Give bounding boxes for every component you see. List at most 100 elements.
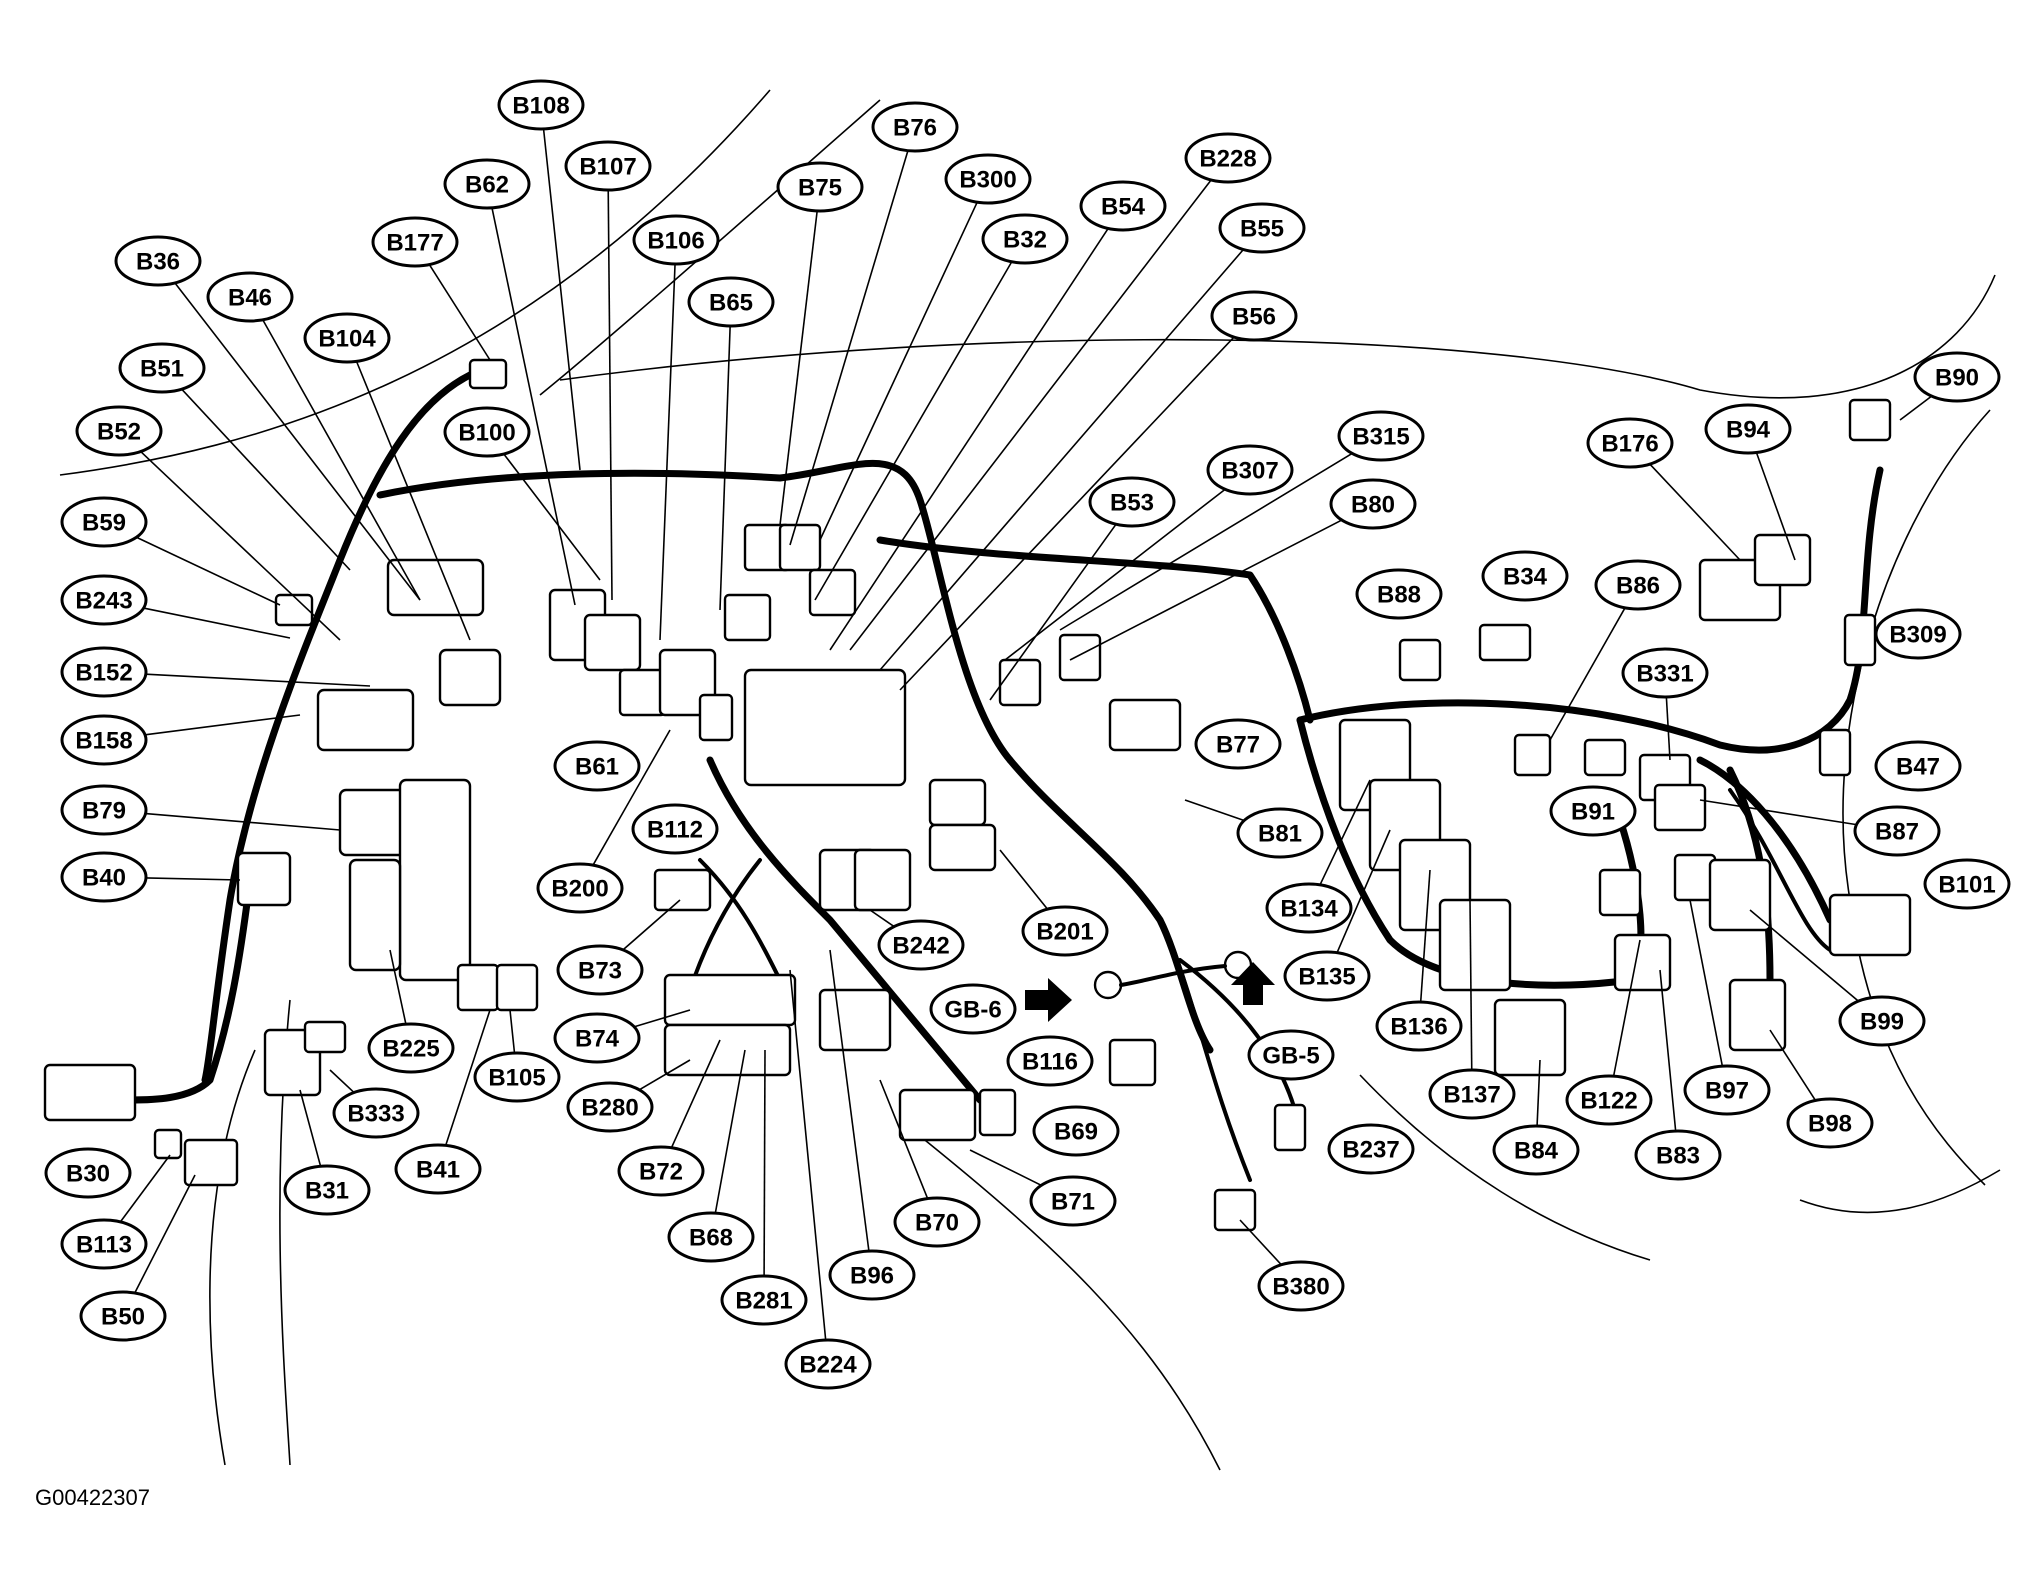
- connector-label-b32: B32: [981, 213, 1069, 265]
- connector-label-b90: B90: [1913, 351, 2001, 403]
- label-text: B40: [82, 865, 126, 892]
- label-oval: [776, 161, 864, 213]
- leader-line-b31: [299, 1089, 322, 1167]
- label-oval: [1586, 417, 1674, 469]
- label-text: B73: [578, 958, 622, 985]
- label-oval: [1913, 351, 2001, 403]
- connector-label-b158: B158: [60, 714, 148, 766]
- label-oval: [1006, 1035, 1094, 1087]
- label-text: B106: [647, 228, 704, 255]
- label-text: B65: [709, 290, 753, 317]
- label-text: B108: [512, 93, 569, 120]
- label-oval: [44, 1147, 132, 1199]
- label-oval: [1355, 568, 1443, 620]
- label-text: B47: [1896, 754, 1940, 781]
- connector-label-b50: B50: [79, 1290, 167, 1342]
- label-oval: [631, 803, 719, 855]
- leader-line-b177: [428, 264, 491, 361]
- label-oval: [564, 140, 652, 192]
- label-text: B331: [1636, 661, 1693, 688]
- label-text: B86: [1616, 573, 1660, 600]
- label-text: B81: [1258, 821, 1302, 848]
- leader-line-b86: [1549, 607, 1626, 741]
- label-oval: [536, 862, 624, 914]
- connector-label-b176: B176: [1586, 417, 1674, 469]
- leader-line-b54: [829, 228, 1109, 651]
- connector-label-b380: B380: [1257, 1260, 1345, 1312]
- leader-line-b75: [779, 210, 818, 526]
- leader-line-b307: [1004, 488, 1226, 661]
- leader-line-b94: [1755, 452, 1796, 561]
- leader-line-b104: [355, 361, 471, 641]
- leader-line-b137: [1469, 899, 1473, 1071]
- connector-label-b107: B107: [564, 140, 652, 192]
- connector-label-gb-6: GB-6: [929, 983, 1017, 1035]
- label-oval: [1838, 995, 1926, 1047]
- label-text: B34: [1503, 564, 1548, 591]
- label-text: B99: [1860, 1009, 1904, 1036]
- leader-line-b152: [145, 673, 371, 687]
- label-text: GB-6: [944, 997, 1001, 1024]
- leader-line-b51: [181, 388, 351, 571]
- label-oval: [114, 235, 202, 287]
- label-oval: [1283, 950, 1371, 1002]
- label-oval: [944, 153, 1032, 205]
- label-text: B98: [1808, 1111, 1852, 1138]
- label-oval: [1206, 444, 1294, 496]
- label-oval: [1874, 608, 1962, 660]
- leader-line-b80: [1069, 519, 1343, 661]
- label-oval: [687, 276, 775, 328]
- label-text: B116: [1022, 1049, 1078, 1076]
- connector-label-b40: B40: [60, 851, 148, 903]
- label-text: B31: [305, 1178, 349, 1205]
- label-oval: [1329, 478, 1417, 530]
- label-oval: [1704, 403, 1792, 455]
- connector-label-b101: B101: [1923, 858, 2011, 910]
- label-text: B77: [1216, 732, 1260, 759]
- connector-label-b54: B54: [1079, 180, 1167, 232]
- connector-label-b99: B99: [1838, 995, 1926, 1047]
- connector-label-b79: B79: [60, 784, 148, 836]
- label-text: B309: [1889, 622, 1946, 649]
- label-text: B52: [97, 419, 141, 446]
- label-text: B88: [1377, 582, 1421, 609]
- connector-label-b75: B75: [776, 161, 864, 213]
- label-text: B55: [1240, 216, 1284, 243]
- leader-line-b40: [145, 877, 241, 881]
- leader-line-b70: [879, 1079, 929, 1199]
- connector-label-b280: B280: [566, 1081, 654, 1133]
- leader-line-b96: [829, 949, 870, 1252]
- connector-label-b225: B225: [367, 1022, 455, 1074]
- label-oval: [443, 158, 531, 210]
- label-oval: [1029, 1175, 1117, 1227]
- label-text: B51: [140, 356, 184, 383]
- label-text: B80: [1351, 492, 1395, 519]
- connector-label-b73: B73: [556, 944, 644, 996]
- leader-line-b46: [262, 319, 421, 601]
- label-text: B30: [66, 1161, 110, 1188]
- arrow-gb6-icon: [1025, 978, 1072, 1022]
- connector-label-b136: B136: [1375, 1000, 1463, 1052]
- connector-label-b237: B237: [1327, 1123, 1415, 1175]
- label-text: B59: [82, 510, 126, 537]
- label-oval: [1621, 647, 1709, 699]
- connector-label-b242: B242: [877, 919, 965, 971]
- leader-line-b108: [542, 128, 581, 471]
- label-oval: [1327, 1123, 1415, 1175]
- label-oval: [1594, 559, 1682, 611]
- label-oval: [1874, 740, 1962, 792]
- connector-label-b113: B113: [60, 1218, 148, 1270]
- label-text: B32: [1003, 227, 1047, 254]
- label-text: B281: [735, 1288, 792, 1315]
- label-text: B134: [1280, 896, 1338, 923]
- label-text: B96: [850, 1263, 894, 1290]
- label-oval: [1565, 1074, 1653, 1126]
- connector-label-b80: B80: [1329, 478, 1417, 530]
- connector-label-b122: B122: [1565, 1074, 1653, 1126]
- label-text: B79: [82, 798, 126, 825]
- label-oval: [60, 714, 148, 766]
- label-oval: [1375, 1000, 1463, 1052]
- label-text: B333: [347, 1101, 404, 1128]
- leader-line-b176: [1649, 463, 1741, 561]
- connector-label-b83: B83: [1634, 1129, 1722, 1181]
